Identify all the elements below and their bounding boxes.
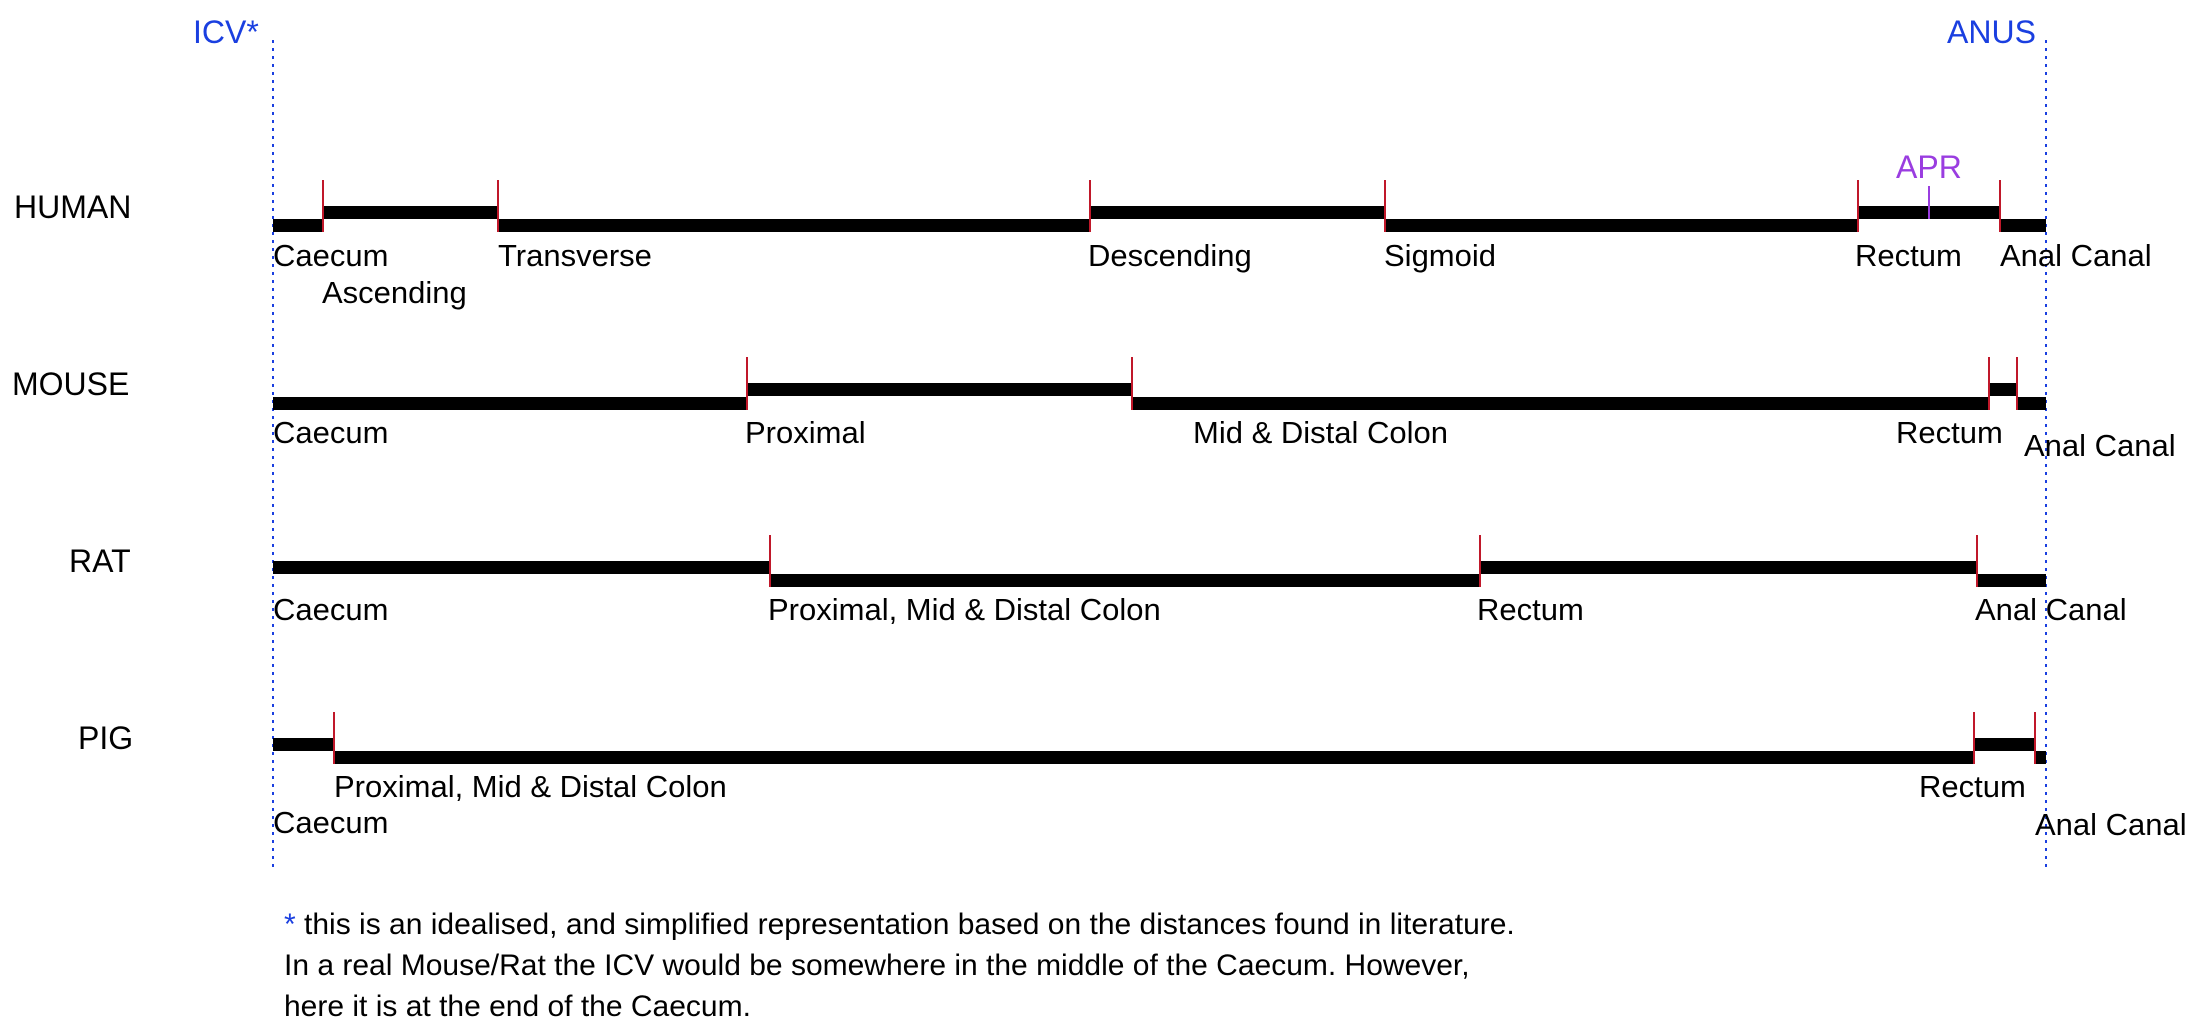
rat-segment-caecum [273,561,770,574]
human-label-transverse: Transverse [498,238,652,273]
human-segment-sigmoid [1385,219,1858,232]
footnote-line-1: * this is an idealised, and simplified r… [284,904,1515,945]
mouse-segment-proximal [747,383,1132,396]
pig-segment-colon [334,751,1974,764]
mouse-label-anal-canal: Anal Canal [2024,428,2176,463]
footnote-line-3: here it is at the end of the Caecum. [284,990,751,1023]
footnote-text-1: this is an idealised, and simplified rep… [295,908,1515,941]
icv-label: ICV* [193,14,259,50]
rat-segment-colon [770,574,1480,587]
human-label-anal-canal: Anal Canal [2000,238,2152,273]
pig-label-anal-canal: Anal Canal [2035,807,2187,842]
rat-label-anal-canal: Anal Canal [1975,592,2127,627]
human-segment-caecum [273,219,323,232]
mouse-segment-mid-distal [1132,397,1989,410]
pig-segment-caecum [273,738,334,751]
rat-label-colon: Proximal, Mid & Distal Colon [768,592,1161,627]
human-segment-ascending [323,206,498,219]
human-label-sigmoid: Sigmoid [1384,238,1496,273]
pig-label-colon: Proximal, Mid & Distal Colon [334,769,727,804]
human-label-caecum: Caecum [273,238,388,273]
human-segment-anal-canal [2000,219,2046,232]
footnote-asterisk: * [284,908,296,941]
human-label-ascending: Ascending [322,275,467,310]
human-label-rectum: Rectum [1855,238,1962,273]
pig-segment-anal-canal [2035,751,2046,764]
mouse-segment-rectum [1989,383,2017,396]
rat-segment-rectum [1480,561,1977,574]
rat-segment-anal-canal [1977,574,2046,587]
rat-track: Caecum Proximal, Mid & Distal Colon Rect… [273,535,2127,627]
pig-label-caecum: Caecum [273,805,388,840]
rat-label-rectum: Rectum [1477,592,1584,627]
human-segment-transverse [498,219,1090,232]
apr-label: APR [1896,149,1962,185]
species-label-pig: PIG [78,720,133,756]
footnote-line-2: In a real Mouse/Rat the ICV would be som… [284,949,1470,982]
pig-track: Caecum Proximal, Mid & Distal Colon Rect… [273,712,2187,842]
mouse-segment-anal-canal [2017,397,2046,410]
human-label-descending: Descending [1088,238,1252,273]
species-label-human: HUMAN [14,189,131,225]
mouse-track: Caecum Proximal Mid & Distal Colon Rectu… [273,357,2176,463]
species-label-mouse: MOUSE [12,366,129,402]
species-label-rat: RAT [69,543,131,579]
human-track: APR Caecum Ascending Transverse Descendi… [273,149,2152,310]
rat-label-caecum: Caecum [273,592,388,627]
mouse-label-proximal: Proximal [745,415,866,450]
mouse-label-mid-distal: Mid & Distal Colon [1193,415,1448,450]
mouse-label-rectum: Rectum [1896,415,2003,450]
mouse-segment-caecum [273,397,747,410]
pig-segment-rectum [1974,738,2035,751]
footnote: * this is an idealised, and simplified r… [284,904,1515,1027]
pig-label-rectum: Rectum [1919,769,2026,804]
anus-label: ANUS [1947,14,2036,50]
human-segment-descending [1090,206,1385,219]
mouse-label-caecum: Caecum [273,415,388,450]
